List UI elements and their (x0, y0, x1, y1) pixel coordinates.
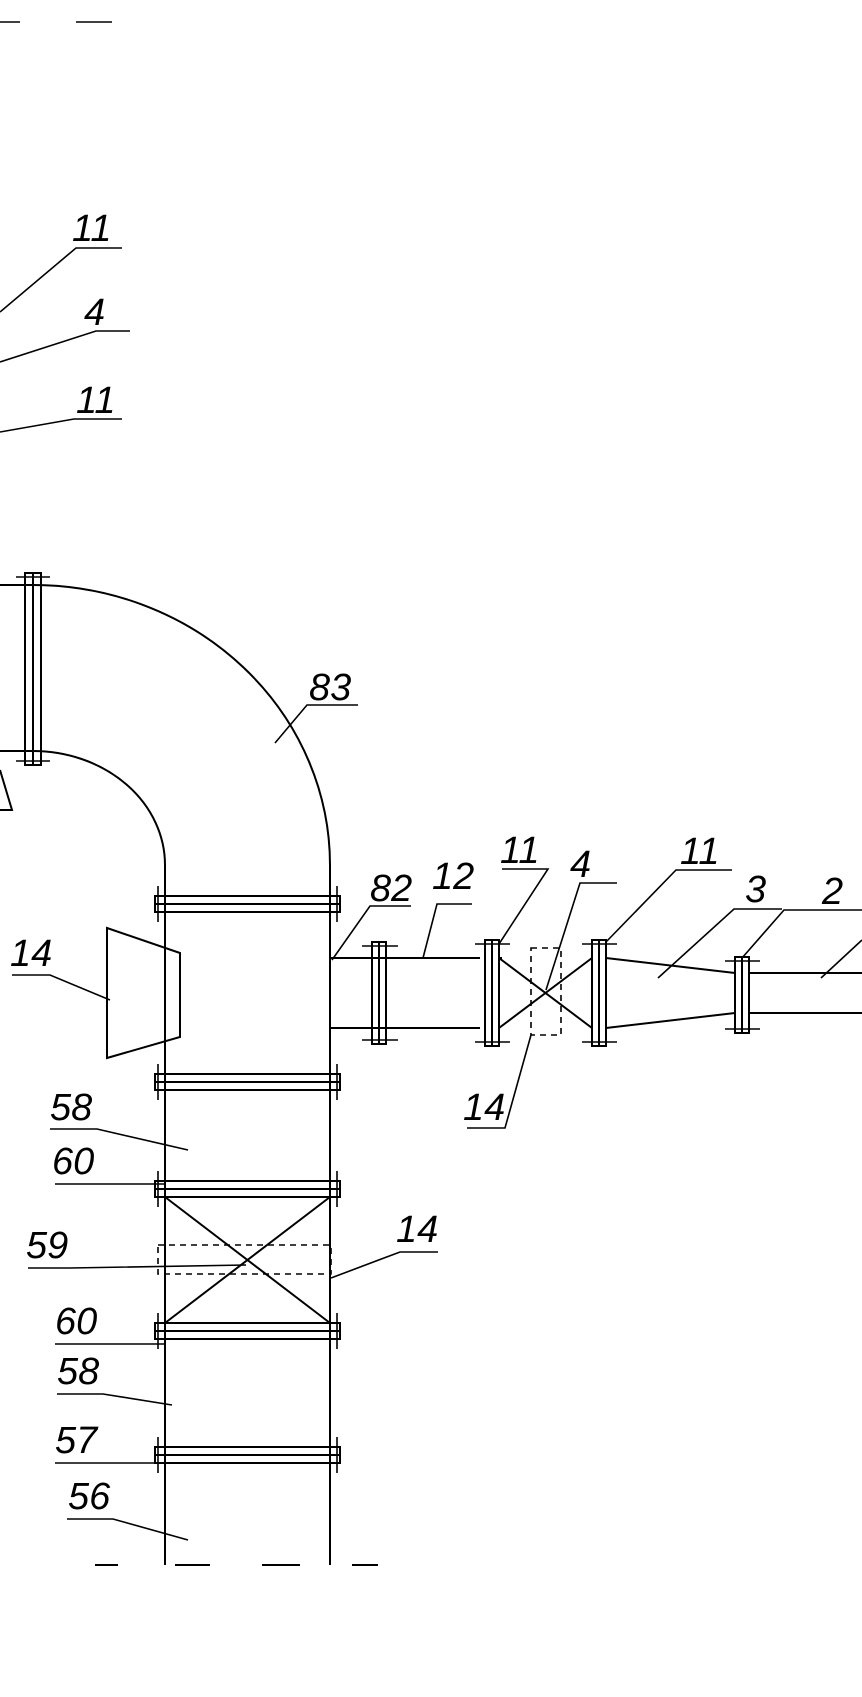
reducer-3 (605, 957, 736, 1029)
label-14-side: 14 (10, 933, 52, 975)
column-flange-1 (154, 886, 341, 922)
label-top-11: 11 (72, 208, 111, 250)
label-4: 4 (570, 844, 591, 886)
label-14-column: 14 (396, 1209, 438, 1251)
label-83: 83 (309, 667, 351, 709)
outlet-pipe (749, 972, 862, 1014)
label-60-lower: 60 (55, 1301, 97, 1343)
branch-valve-4 (498, 947, 593, 1036)
branch-flange-11-right (582, 939, 617, 1047)
vertical-column (164, 890, 331, 1565)
left-edge-reducer-fragment (0, 769, 14, 811)
label-2: 2 (821, 871, 843, 913)
column-flange-60-lower (154, 1313, 341, 1349)
leaders (12, 704, 862, 1541)
label-top-11b: 11 (76, 380, 115, 422)
label-82: 82 (370, 868, 412, 910)
branch-flange-11-left (475, 939, 510, 1047)
branch-flange-1 (362, 941, 398, 1045)
label-14-lower: 14 (463, 1087, 505, 1129)
column-flange-57 (154, 1437, 341, 1473)
label-11-left: 11 (500, 830, 539, 872)
label-59: 59 (26, 1225, 68, 1267)
column-valve-59 (157, 1196, 332, 1324)
column-flange-60-upper (154, 1171, 341, 1207)
branch-pipe (330, 957, 502, 1029)
elbow-inlet-flange (16, 572, 50, 766)
label-56: 56 (68, 1476, 111, 1518)
label-12: 12 (432, 856, 474, 898)
label-58-lower: 58 (57, 1351, 99, 1393)
label-top-4: 4 (84, 292, 105, 334)
label-58-upper: 58 (50, 1087, 92, 1129)
branch-flange-2 (725, 956, 760, 1034)
label-11-right: 11 (680, 831, 719, 873)
top-leaders (0, 247, 130, 433)
side-reducer-14 (106, 926, 181, 1060)
label-60-upper: 60 (52, 1141, 94, 1183)
elbow-83 (0, 584, 331, 890)
label-57: 57 (55, 1420, 99, 1462)
column-flange-2 (154, 1064, 341, 1100)
label-3: 3 (745, 869, 766, 911)
